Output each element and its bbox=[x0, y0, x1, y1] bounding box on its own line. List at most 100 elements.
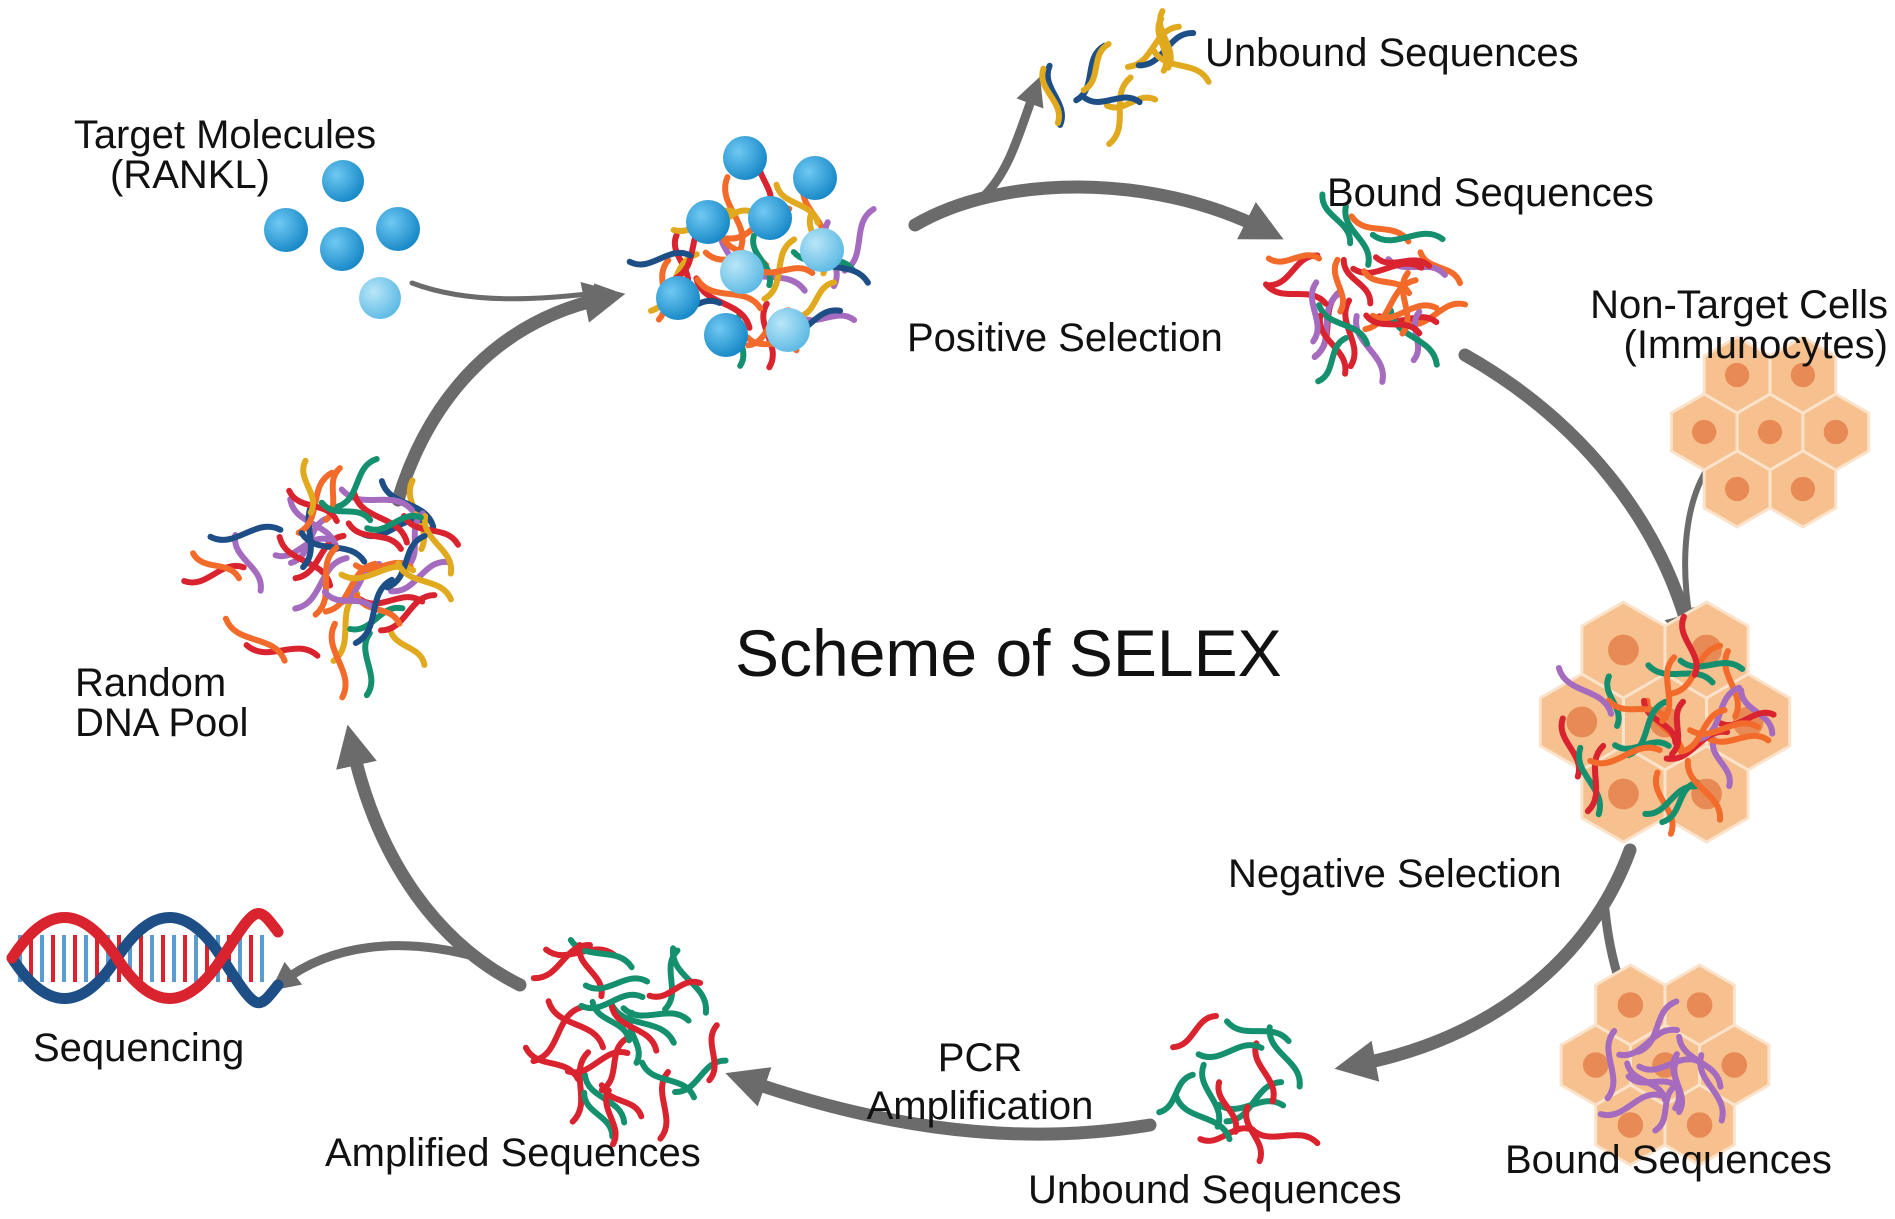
dna-strand bbox=[1263, 281, 1329, 307]
arrow-mixture-to-unbound bbox=[980, 76, 1044, 200]
dna-strand bbox=[626, 1009, 642, 1066]
dna-strand bbox=[395, 560, 454, 603]
dna-strand bbox=[287, 496, 340, 553]
target-molecule bbox=[793, 156, 837, 200]
dna-strand bbox=[334, 456, 380, 510]
amplified-strands-icon bbox=[522, 937, 729, 1148]
dna-strand bbox=[1576, 744, 1604, 818]
dna-strand bbox=[318, 499, 374, 524]
immunocyte-cells-icon bbox=[1669, 335, 1871, 529]
dna-strand bbox=[1709, 736, 1733, 790]
dna-strand bbox=[312, 544, 340, 618]
dna-strand bbox=[1215, 1079, 1240, 1135]
dna-strand bbox=[388, 558, 452, 595]
label-bound-top: Bound Sequences bbox=[1327, 171, 1654, 215]
dna-strand bbox=[351, 490, 410, 546]
cell-nucleus bbox=[1608, 778, 1639, 810]
dna-strand bbox=[1704, 732, 1772, 745]
dna-strand bbox=[1584, 742, 1607, 815]
cell-nucleus bbox=[1617, 1112, 1644, 1138]
cell-nucleus bbox=[1790, 476, 1816, 502]
label-random-pool: Random DNA Pool bbox=[75, 663, 248, 743]
cell-nucleus bbox=[1757, 419, 1783, 445]
dna-strand bbox=[608, 1003, 660, 1054]
dna-strand bbox=[1248, 1125, 1321, 1147]
target-molecule bbox=[720, 250, 764, 294]
dna-strand bbox=[384, 533, 428, 591]
dna-strand bbox=[626, 249, 694, 268]
dna-strand bbox=[603, 1087, 619, 1148]
arrow-amplified-to-sequencing bbox=[270, 941, 485, 991]
label-target-line2: (RANKL) bbox=[109, 153, 271, 197]
dna-strand bbox=[582, 975, 651, 992]
dna-strand bbox=[362, 630, 375, 699]
dna-strand bbox=[1677, 707, 1728, 755]
dna-strand bbox=[1104, 94, 1159, 111]
label-nontarget-line2: (Immunocytes) bbox=[1623, 323, 1889, 367]
dna-strand bbox=[1587, 744, 1663, 767]
label-pcr-line1: PCR bbox=[937, 1036, 1023, 1080]
dna-strand bbox=[1361, 268, 1413, 297]
target-molecule bbox=[748, 196, 792, 240]
dna-strand bbox=[1642, 783, 1699, 817]
dna-strand bbox=[1266, 1024, 1303, 1090]
unbound-strands-icon bbox=[1039, 8, 1212, 147]
target-molecule bbox=[656, 276, 700, 320]
dna-strand bbox=[1199, 1061, 1223, 1130]
dna-strand bbox=[1224, 1018, 1292, 1044]
dna-strand bbox=[292, 555, 350, 612]
label-nontarget-line1: Non-Target Cells bbox=[1590, 283, 1888, 327]
cell-nucleus bbox=[1692, 419, 1717, 445]
dna-strand bbox=[1687, 720, 1761, 737]
dna-strand bbox=[1670, 1051, 1682, 1112]
dna-strand bbox=[1679, 613, 1700, 678]
dna-strand bbox=[672, 1057, 729, 1096]
label-random-line2: DNA Pool bbox=[75, 701, 249, 745]
dna-strand bbox=[1170, 1013, 1219, 1051]
dna-strand bbox=[1080, 41, 1112, 94]
dna-strand bbox=[1684, 757, 1724, 823]
cell-nucleus bbox=[1617, 992, 1644, 1018]
dna-strand bbox=[1308, 279, 1321, 345]
dna-strand bbox=[1363, 312, 1423, 337]
dna-strand bbox=[1106, 74, 1134, 147]
dna-strand bbox=[1331, 256, 1346, 315]
dna-strand bbox=[1605, 697, 1669, 721]
dna-strand bbox=[1340, 256, 1374, 307]
dna-strand bbox=[1659, 654, 1678, 725]
dna-strand bbox=[639, 1059, 697, 1101]
cell-nucleus bbox=[1582, 1052, 1609, 1078]
arrow-bound-to-cells bbox=[1458, 348, 1705, 656]
random-pool-icon bbox=[181, 456, 461, 701]
diagram-title: Scheme of SELEX bbox=[735, 616, 1282, 690]
label-positive-selection: Positive Selection bbox=[907, 316, 1223, 360]
dna-strand bbox=[646, 978, 704, 1000]
dna-strand bbox=[1315, 335, 1349, 385]
dna-strand bbox=[1342, 203, 1372, 268]
dna-strand bbox=[338, 486, 416, 514]
cell-nucleus bbox=[1566, 706, 1598, 738]
dna-strand bbox=[841, 206, 877, 274]
label-negative-selection: Negative Selection bbox=[1228, 852, 1562, 896]
dna-strand bbox=[1676, 1033, 1724, 1090]
dna-strand bbox=[694, 276, 764, 312]
label-non-target-cells: Non-Target Cells (Immunocytes) bbox=[1530, 285, 1888, 365]
dna-strand bbox=[578, 991, 646, 1011]
dna-strand bbox=[1039, 65, 1063, 126]
dna-strand bbox=[243, 642, 321, 659]
dna-strand bbox=[387, 625, 428, 668]
target-molecule bbox=[766, 308, 810, 352]
cell-nucleus bbox=[1724, 476, 1750, 502]
cell-nucleus bbox=[1823, 419, 1848, 445]
dna-strand bbox=[1652, 1082, 1679, 1134]
cell-nucleus bbox=[1686, 992, 1713, 1018]
arrow-amplified-to-random bbox=[336, 724, 527, 992]
dna-strand bbox=[222, 615, 288, 664]
dna-strand bbox=[564, 1049, 631, 1076]
label-sequencing: Sequencing bbox=[33, 1026, 245, 1070]
dna-strand bbox=[530, 942, 593, 982]
dna-strand bbox=[1722, 648, 1741, 720]
dna-strand bbox=[1311, 290, 1342, 361]
cell-nucleus bbox=[1724, 362, 1750, 388]
dna-strand bbox=[1319, 191, 1354, 247]
